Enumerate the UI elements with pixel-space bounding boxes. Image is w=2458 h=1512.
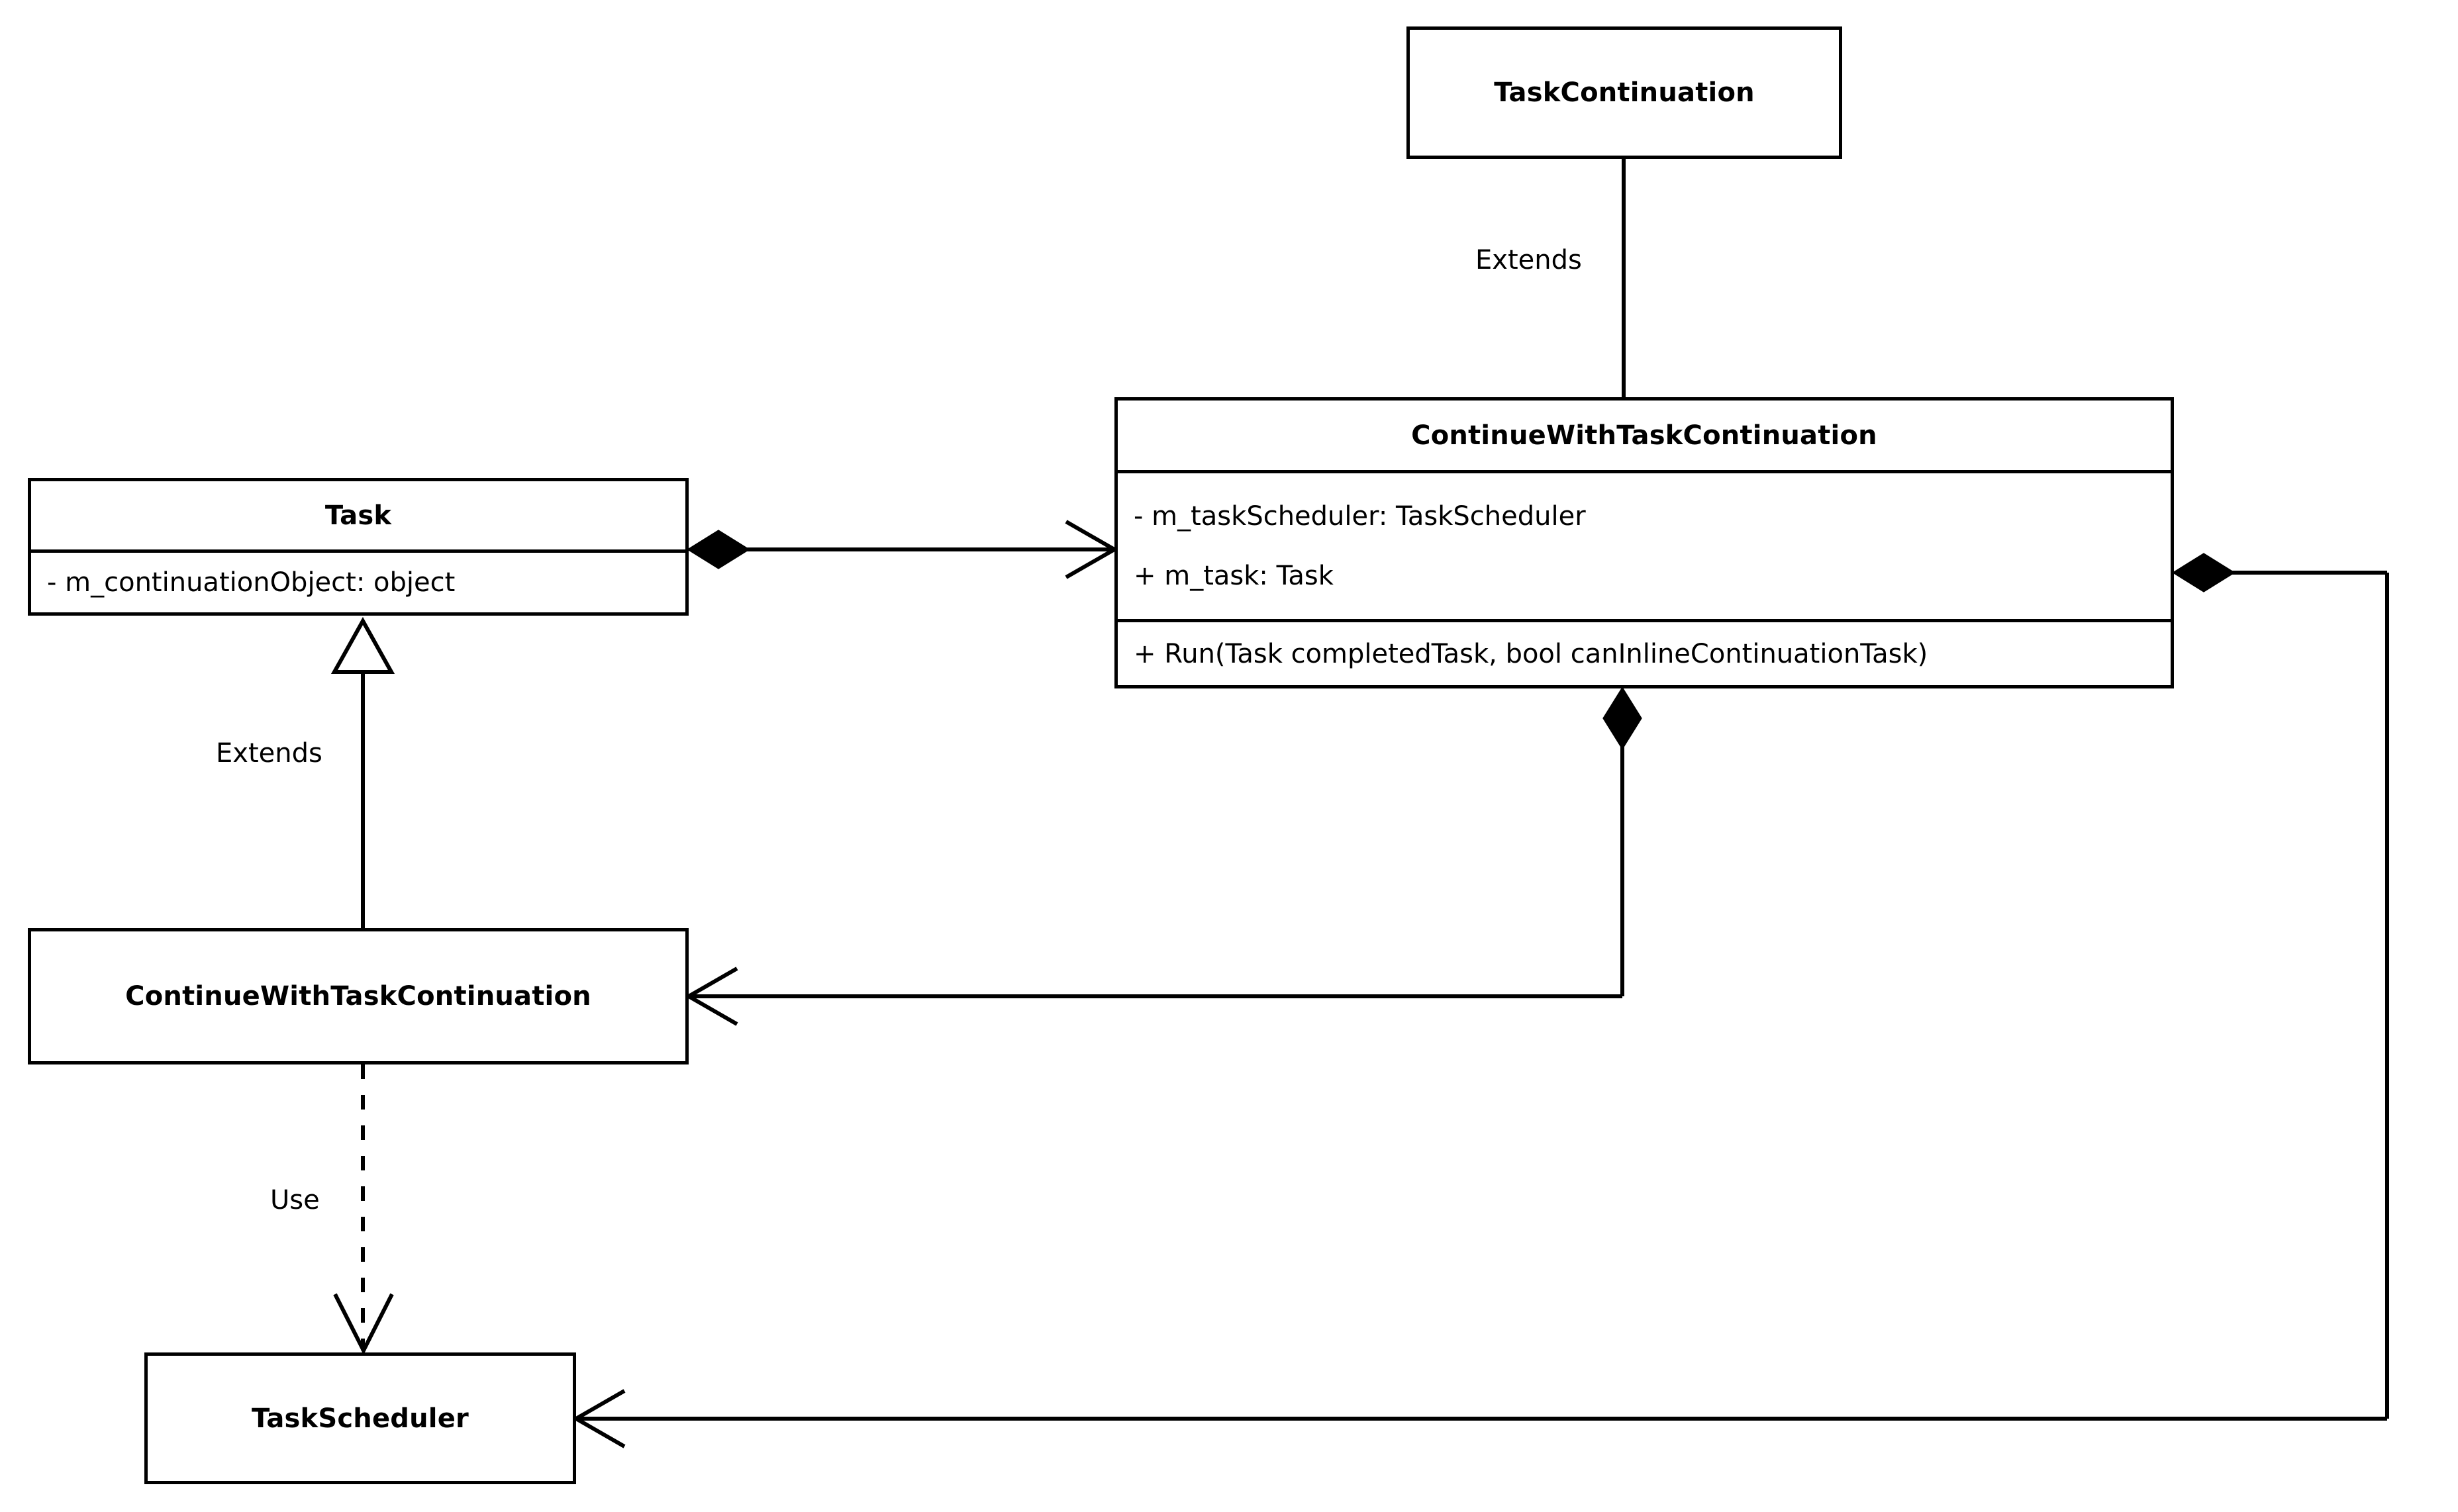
class-header-continue-with-task-continuation-detail: ContinueWithTaskContinuation [1118,401,2171,470]
class-box-continue-with-task-continuation-detail[interactable]: ContinueWithTaskContinuation - m_taskSch… [1114,397,2174,688]
class-attribute: - m_continuationObject: object [47,567,456,598]
class-attribute: + m_task: Task [1134,561,1334,591]
edge-label-use-task-scheduler: Use [265,1185,325,1215]
class-header-task-scheduler: TaskScheduler [148,1356,573,1481]
class-box-task-scheduler[interactable]: TaskScheduler [144,1352,576,1484]
class-name-continue-with-task-continuation-simple: ContinueWithTaskContinuation [125,981,591,1012]
class-name-task: Task [324,500,392,531]
class-header-continue-with-task-continuation-simple: ContinueWithTaskContinuation [31,931,685,1061]
edge-detail-composes-simple[interactable] [684,686,1642,1026]
class-attributes-task: - m_continuationObject: object [31,549,685,612]
edge-label-extends-task-continuation: Extends [1470,245,1587,275]
edge-task-composes-continuation[interactable] [687,520,1119,579]
edge-label-extends-task: Extends [211,738,328,769]
class-name-task-continuation: TaskContinuation [1494,77,1755,108]
edge-extends-task[interactable] [330,616,395,928]
class-attributes-continue-with-task-continuation-detail: - m_taskScheduler: TaskScheduler + m_tas… [1118,470,2171,619]
class-box-task-continuation[interactable]: TaskContinuation [1406,26,1842,159]
edge-detail-composes-task-scheduler[interactable] [571,553,2389,1448]
class-box-task[interactable]: Task - m_continuationObject: object [28,478,689,616]
class-box-continue-with-task-continuation-simple[interactable]: ContinueWithTaskContinuation [28,928,689,1064]
class-header-task: Task [31,481,685,549]
class-attribute: - m_taskScheduler: TaskScheduler [1134,501,1586,532]
class-method: + Run(Task completedTask, bool canInline… [1134,638,1928,669]
class-header-task-continuation: TaskContinuation [1410,30,1839,156]
edge-use-task-scheduler[interactable] [333,1064,394,1355]
class-name-task-scheduler: TaskScheduler [252,1403,469,1434]
class-name-continue-with-task-continuation-detail: ContinueWithTaskContinuation [1411,420,1877,451]
class-methods-continue-with-task-continuation-detail: + Run(Task completedTask, bool canInline… [1118,619,2171,685]
